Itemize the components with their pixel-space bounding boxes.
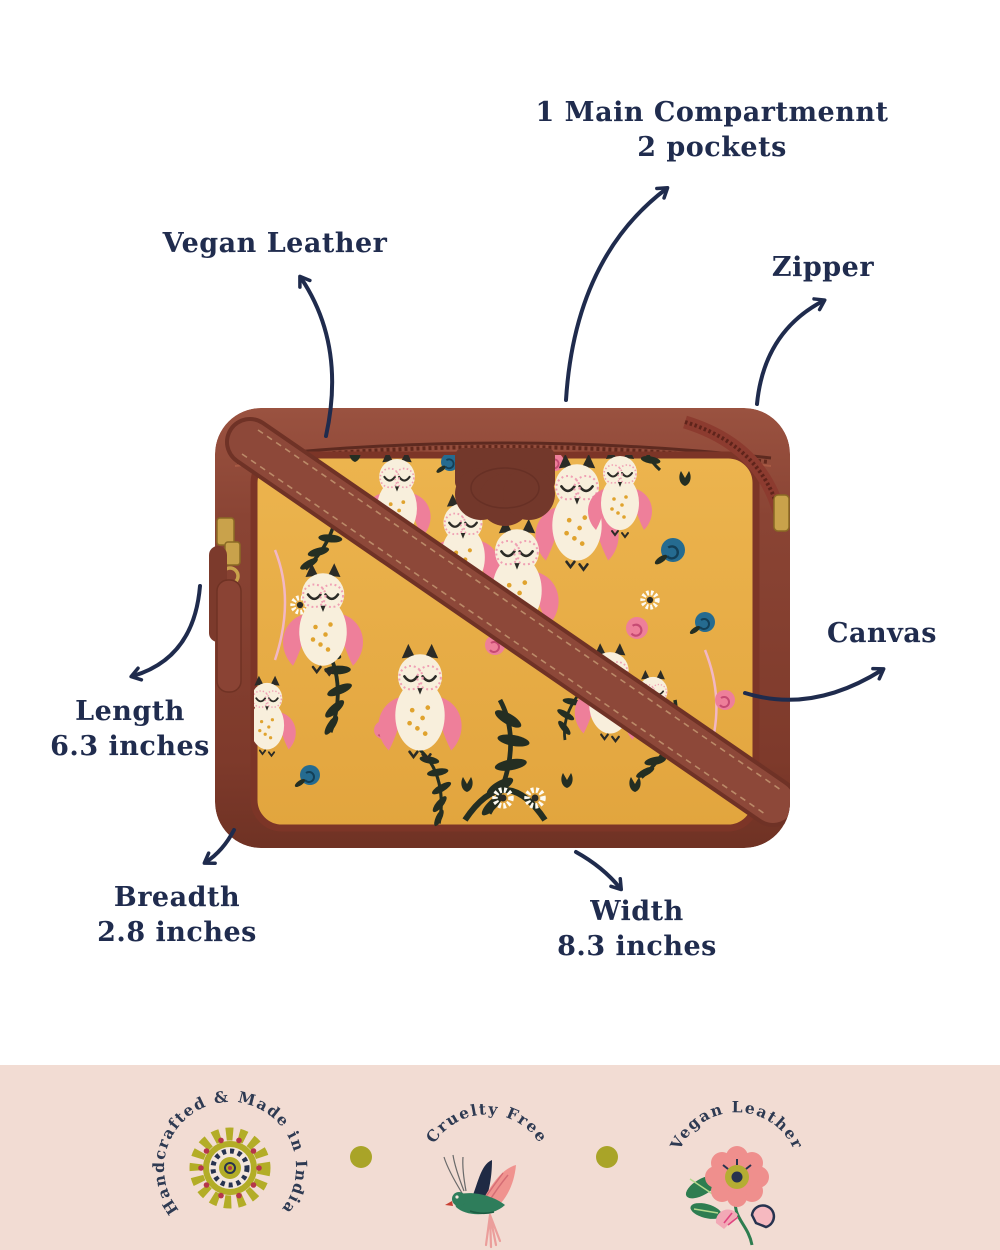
flower-icon (685, 1146, 776, 1246)
separator-dot (350, 1146, 372, 1168)
arrow-length (129, 584, 202, 682)
label-line: Breadth (113, 882, 241, 913)
label-line: Zipper (771, 252, 875, 283)
logo-patch (455, 448, 555, 526)
side-zipper-tape (683, 415, 790, 532)
label-line: 6.3 inches (50, 731, 210, 763)
zipper-pulls (209, 517, 242, 693)
shoulder-strap (225, 417, 790, 827)
arrow-zipper (755, 297, 827, 406)
arrow-main-compartment (564, 186, 670, 402)
crossbody-bag (209, 408, 790, 848)
label-length: Length 6.3 inches (20, 694, 240, 764)
label-canvas: Canvas (782, 616, 982, 651)
label-line: 2.8 inches (97, 917, 257, 949)
arrow-vegan-leather (298, 274, 335, 438)
feature-banner: Handcrafted & Made in India (0, 1065, 1000, 1250)
label-vegan-leather: Vegan Leather (125, 226, 425, 261)
label-line: 8.3 inches (557, 931, 717, 963)
label-line: 1 Main Compartmennt (535, 97, 889, 128)
bird-icon (443, 1154, 516, 1249)
label-line: 2 pockets (637, 132, 787, 164)
label-line: Width (590, 896, 684, 927)
label-line: Canvas (827, 618, 937, 649)
arrow-canvas (743, 666, 886, 702)
label-line: Vegan Leather (162, 228, 388, 259)
separator-dot (596, 1146, 618, 1168)
label-zipper: Zipper (723, 250, 923, 285)
label-breadth: Breadth 2.8 inches (52, 880, 302, 950)
label-main-compartment: 1 Main Compartmennt 2 pockets (512, 95, 912, 165)
mandala-icon (189, 1127, 271, 1209)
feature-banner-art: Handcrafted & Made in India (149, 1087, 806, 1249)
label-line: Length (75, 696, 185, 727)
label-width: Width 8.3 inches (512, 894, 762, 964)
arrow-breadth (202, 828, 236, 865)
arrow-width (574, 850, 624, 892)
